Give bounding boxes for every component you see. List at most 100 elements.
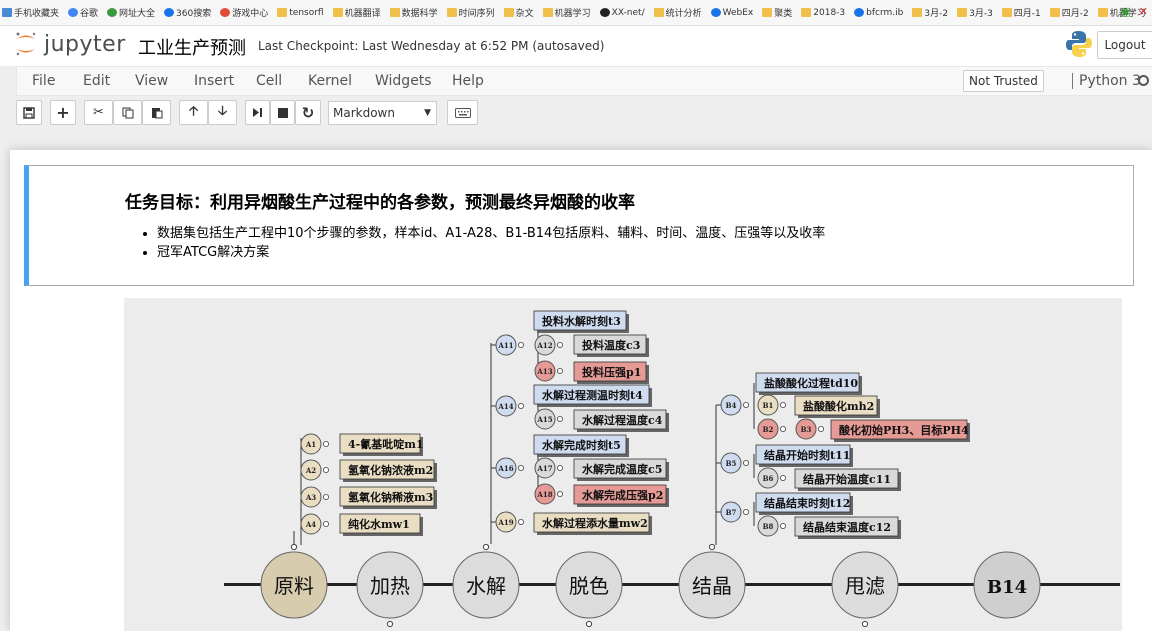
jupyter-logo[interactable]: jupyter <box>14 30 126 58</box>
param-node-label: B2 <box>763 425 774 434</box>
bookmark[interactable]: 3月-3 <box>957 6 993 19</box>
interrupt-button[interactable] <box>270 100 295 125</box>
bookmark[interactable]: 网址大全 <box>107 6 155 19</box>
cell-type-select[interactable]: Markdown ▼ <box>328 101 437 125</box>
param-box-label: 水解完成压强p2 <box>582 488 663 502</box>
menu-help[interactable]: Help <box>452 73 484 89</box>
logout-button[interactable]: Logout <box>1097 31 1152 59</box>
param-box-label: 盐酸酸化过程td10 <box>764 376 858 390</box>
bookmarks-bar: 手机收藏夹 谷歌 网址大全 360搜索 游戏中心 tensorfl 机器翻译 数… <box>0 0 1152 26</box>
connector-dot <box>818 425 825 432</box>
menu-edit[interactable]: Edit <box>83 73 111 89</box>
param-node-label: A16 <box>497 464 513 473</box>
bookmark-label: 机器学习 <box>554 9 591 19</box>
bookmark[interactable]: 数据科学 <box>389 6 438 19</box>
param-box <box>339 513 421 534</box>
param-box <box>339 433 421 454</box>
plus-icon: + <box>56 103 70 122</box>
param-node-label: B7 <box>726 508 737 517</box>
bookmark-label: 手机收藏夹 <box>14 9 60 19</box>
paste-button[interactable] <box>142 100 171 125</box>
insert-cell-button[interactable]: + <box>50 100 76 125</box>
connector-dot <box>517 342 524 349</box>
param-box <box>533 512 650 533</box>
cut-button[interactable]: ✂ <box>84 100 113 125</box>
search-engine-icon <box>164 8 175 17</box>
extension-close-icon[interactable]: ✕ <box>1138 5 1148 18</box>
bookmark[interactable]: 统计分析 <box>653 6 702 19</box>
param-node-label: A15 <box>536 415 552 424</box>
restart-button[interactable]: ↻ <box>295 100 321 125</box>
bookmark[interactable]: XX-net/ <box>599 8 645 18</box>
menu-kernel[interactable]: Kernel <box>308 73 352 89</box>
bookmark[interactable]: 手机收藏夹 <box>2 6 59 19</box>
bookmark[interactable]: 机器学习 <box>542 6 591 19</box>
list-item: 数据集包括生产工程中10个步骤的参数，样本id、A1-A28、B1-B14包括原… <box>157 224 825 243</box>
bookmark[interactable]: 2018-3 <box>801 8 845 18</box>
param-node-label: A14 <box>497 402 513 411</box>
menu-insert[interactable]: Insert <box>194 73 235 89</box>
param-node <box>795 418 817 440</box>
bookmark[interactable]: 四月-1 <box>1001 6 1041 19</box>
move-up-button[interactable]: 🡡 <box>179 100 208 125</box>
bookmark[interactable]: 3月-2 <box>912 6 948 19</box>
connector-dot <box>780 522 787 529</box>
save-button[interactable] <box>16 100 42 125</box>
menu-file[interactable]: File <box>32 73 56 89</box>
menu-view[interactable]: View <box>135 73 169 89</box>
move-down-button[interactable]: 🡣 <box>208 100 237 125</box>
bookmark-label: 网址大全 <box>119 9 156 19</box>
bookmark[interactable]: 聚类 <box>762 6 792 19</box>
trust-button[interactable]: Not Trusted <box>963 70 1044 92</box>
param-box-label: 投料水解时刻t3 <box>542 314 621 328</box>
param-box-label: 水解过程温度c4 <box>582 413 663 427</box>
connector-dot <box>585 620 593 628</box>
param-box-label: 4-氰基吡啶m1 <box>348 437 424 451</box>
param-node-label: A2 <box>305 466 316 475</box>
bookmark[interactable]: 机器学习 <box>1097 6 1146 19</box>
bookmark[interactable]: 谷歌 <box>68 6 98 19</box>
menu-cell[interactable]: Cell <box>256 73 283 89</box>
run-button[interactable] <box>245 100 270 125</box>
scissors-icon: ✂ <box>93 105 104 120</box>
param-node-label: A18 <box>536 490 552 499</box>
bookmark-label: tensorfl <box>289 7 324 18</box>
markdown-cell[interactable]: 任务目标：利用异烟酸生产过程中的各参数，预测最终异烟酸的收率 数据集包括生产工程… <box>24 165 1134 286</box>
cell-heading: 任务目标：利用异烟酸生产过程中的各参数，预测最终异烟酸的收率 <box>125 193 635 213</box>
stage-label: 甩滤 <box>845 574 885 598</box>
param-node-label: A13 <box>536 367 552 376</box>
param-node <box>495 334 517 356</box>
bookmark[interactable]: 时间序列 <box>446 6 495 19</box>
connector-dot <box>780 474 787 481</box>
bookmark[interactable]: 游戏中心 <box>220 6 268 19</box>
connector-dot <box>743 402 750 409</box>
chevron-down-icon: ▼ <box>424 108 431 118</box>
bookmark[interactable]: 机器翻译 <box>332 6 381 19</box>
notebook-title[interactable]: 工业生产预测 <box>138 38 246 59</box>
extension-icon[interactable]: ▣ <box>1120 5 1131 18</box>
param-box <box>573 334 647 355</box>
command-palette-button[interactable] <box>447 100 478 125</box>
bookmark[interactable]: 360搜索 <box>164 6 211 19</box>
menu-widgets[interactable]: Widgets <box>375 73 432 89</box>
bookmark[interactable]: 四月-2 <box>1049 6 1089 19</box>
param-box-label: 水解完成温度c5 <box>582 462 662 476</box>
connector-dot <box>322 440 329 447</box>
bookmark[interactable]: bfcrm.ib <box>854 8 903 18</box>
bookmark[interactable]: WebEx <box>710 8 753 18</box>
copy-button[interactable] <box>113 100 142 125</box>
param-node <box>495 395 517 417</box>
param-node <box>534 457 556 479</box>
param-node <box>534 408 556 430</box>
stage-label: 加热 <box>370 574 410 598</box>
stage-circle <box>452 551 520 619</box>
param-box <box>755 372 860 393</box>
connector-dot <box>743 508 750 515</box>
param-node-label: A11 <box>497 341 513 350</box>
param-box <box>573 458 667 479</box>
paste-icon <box>151 107 162 118</box>
bookmark[interactable]: tensorfl <box>277 7 324 18</box>
param-box <box>794 516 899 537</box>
bookmark[interactable]: 杂文 <box>503 6 534 19</box>
